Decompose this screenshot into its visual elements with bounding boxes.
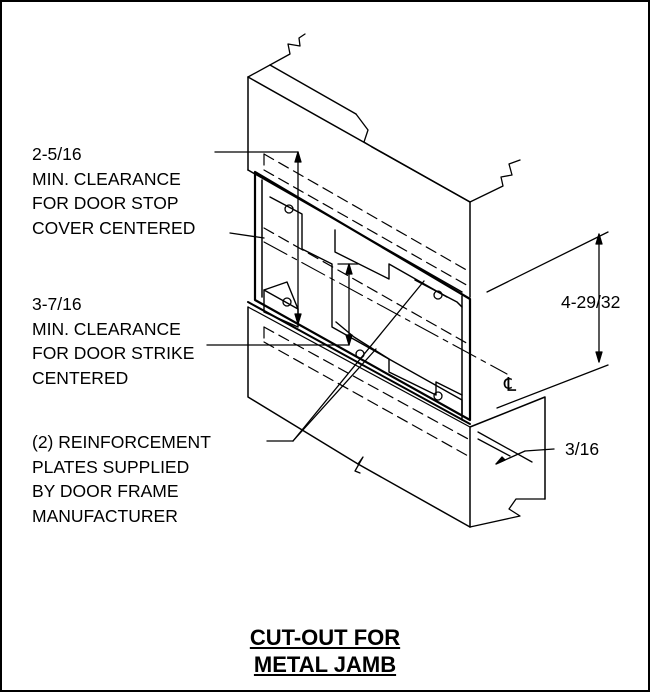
title-line-1: CUT-OUT FOR bbox=[249, 625, 401, 650]
title-line-2: METAL JAMB bbox=[253, 652, 397, 677]
note-stop-line-3: FOR DOOR STOP bbox=[32, 193, 179, 213]
note-stop-clearance: 2-5/16 MIN. CLEARANCE FOR DOOR STOP COVE… bbox=[32, 142, 195, 240]
dim-stop-clearance bbox=[294, 151, 302, 325]
note-stop-line-4: COVER CENTERED bbox=[32, 217, 196, 238]
dim-cutout-height bbox=[486, 231, 609, 409]
drawing-title: CUT-OUT FOR METAL JAMB bbox=[2, 624, 648, 678]
dim-strike-clearance bbox=[337, 263, 359, 346]
note-strike-line-3: FOR DOOR STRIKE bbox=[32, 343, 195, 363]
cutout-opening bbox=[247, 169, 472, 425]
note-reinf-line-1: (2) REINFORCEMENT bbox=[32, 432, 211, 452]
note-stop-line-2: MIN. CLEARANCE bbox=[32, 168, 181, 189]
note-reinf-line-3: BY DOOR FRAME bbox=[32, 481, 179, 501]
note-strike-line-1: 3-7/16 bbox=[32, 294, 82, 314]
jamb-upper-section bbox=[247, 33, 521, 298]
dim-offset bbox=[477, 431, 555, 465]
dim-cutout-height-label: 4-29/32 bbox=[561, 292, 621, 312]
centerline-symbol: ℄ bbox=[504, 375, 517, 396]
hidden-lines bbox=[263, 153, 471, 458]
note-strike-line-4: CENTERED bbox=[32, 367, 129, 388]
note-strike-line-2: MIN. CLEARANCE bbox=[32, 318, 181, 339]
leader-lines bbox=[206, 151, 425, 442]
note-reinf-line-2: PLATES SUPPLIED bbox=[32, 456, 190, 477]
jamb-lower-section bbox=[247, 306, 546, 528]
note-reinforcement: (2) REINFORCEMENT PLATES SUPPLIED BY DOO… bbox=[32, 430, 211, 528]
note-stop-line-1: 2-5/16 bbox=[32, 144, 82, 164]
reinforcement-plate-lower bbox=[263, 281, 463, 401]
note-strike-clearance: 3-7/16 MIN. CLEARANCE FOR DOOR STRIKE CE… bbox=[32, 292, 194, 390]
note-reinf-line-4: MANUFACTURER bbox=[32, 505, 178, 526]
reinforcement-plate-upper bbox=[269, 196, 463, 421]
dim-offset-label: 3/16 bbox=[565, 439, 600, 459]
centerline bbox=[263, 241, 508, 375]
